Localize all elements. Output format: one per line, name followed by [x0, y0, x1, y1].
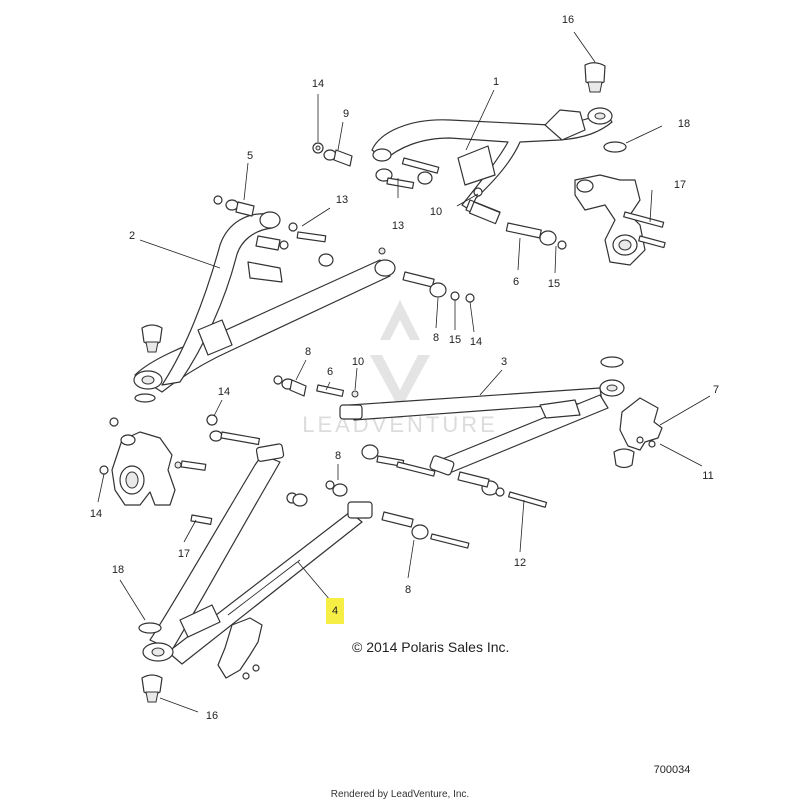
ball-joint-left[interactable]	[141, 324, 163, 353]
diagram-number: 700034	[654, 764, 691, 776]
snap-ring-left[interactable]	[134, 393, 156, 403]
steering-knuckle-left[interactable]	[111, 431, 176, 506]
callout-4[interactable]: 4	[332, 605, 338, 617]
callout-7[interactable]: 7	[713, 384, 719, 396]
callout-17[interactable]: 17	[178, 548, 190, 560]
ball-joint-lower[interactable]	[141, 674, 163, 703]
bolt-17a[interactable]	[623, 211, 666, 249]
callout-11[interactable]: 11	[702, 470, 713, 482]
callout-13[interactable]: 13	[336, 194, 348, 206]
sleeve-6-top[interactable]	[505, 222, 567, 250]
callout-14[interactable]: 14	[312, 78, 324, 90]
bushing-set-8-lower[interactable]	[286, 480, 470, 549]
callout-18[interactable]: 18	[112, 564, 124, 576]
callout-4-highlight[interactable]: 4	[326, 598, 344, 624]
callout-1[interactable]: 1	[493, 76, 499, 88]
callout-2[interactable]: 2	[129, 230, 135, 242]
leadventure-watermark: LEADVENTURE	[302, 300, 495, 437]
callout-17[interactable]: 17	[674, 179, 686, 191]
callout-numbers: 16 14 9 1 18 5 13 13 10 17 2 6 15 8 15 1…	[90, 14, 719, 722]
guard-plate-lower[interactable]	[217, 617, 263, 680]
bushing-set-middle[interactable]	[273, 375, 548, 508]
guard-plate-right[interactable]	[619, 397, 663, 451]
callout-16[interactable]: 16	[562, 14, 574, 26]
highlight-box	[326, 598, 344, 624]
callout-6[interactable]: 6	[327, 366, 333, 378]
callout-10[interactable]: 10	[352, 356, 364, 368]
snap-ring-right[interactable]	[600, 356, 624, 368]
bushing-set-top[interactable]	[312, 142, 501, 225]
bushing-set-8-top[interactable]	[378, 247, 475, 303]
lower-a-arm-right[interactable]	[339, 379, 625, 476]
callout-14[interactable]: 14	[470, 336, 482, 348]
callout-16[interactable]: 16	[206, 710, 218, 722]
callout-14[interactable]: 14	[218, 386, 230, 398]
snap-ring-lower[interactable]	[138, 622, 162, 634]
snap-ring-top[interactable]	[603, 141, 627, 153]
callout-5[interactable]: 5	[247, 150, 253, 162]
callout-8[interactable]: 8	[433, 332, 439, 344]
hardware-left[interactable]	[99, 414, 261, 525]
callout-15[interactable]: 15	[449, 334, 461, 346]
callout-6[interactable]: 6	[513, 276, 519, 288]
callout-13[interactable]: 13	[392, 220, 404, 232]
callout-8[interactable]: 8	[335, 450, 341, 462]
callout-8[interactable]: 8	[405, 584, 411, 596]
callout-12[interactable]: 12	[514, 557, 526, 569]
ball-joint-top[interactable]	[584, 62, 606, 93]
callout-10[interactable]: 10	[430, 206, 442, 218]
leader-lines	[97, 31, 711, 713]
bushing-set-left[interactable]	[213, 195, 334, 267]
callout-8[interactable]: 8	[305, 346, 311, 358]
callout-15[interactable]: 15	[548, 278, 560, 290]
ball-joint-right[interactable]	[613, 448, 635, 469]
copyright-text: © 2014 Polaris Sales Inc.	[352, 639, 509, 655]
steering-knuckle-right[interactable]	[574, 174, 646, 266]
callout-14[interactable]: 14	[90, 508, 102, 520]
rendered-by-text: Rendered by LeadVenture, Inc.	[331, 789, 469, 800]
upper-a-arm-left[interactable]	[133, 211, 396, 393]
callout-9[interactable]: 9	[343, 108, 349, 120]
lower-a-arm-highlighted[interactable]	[142, 443, 373, 665]
callout-18[interactable]: 18	[678, 118, 690, 130]
callout-3[interactable]: 3	[501, 356, 507, 368]
